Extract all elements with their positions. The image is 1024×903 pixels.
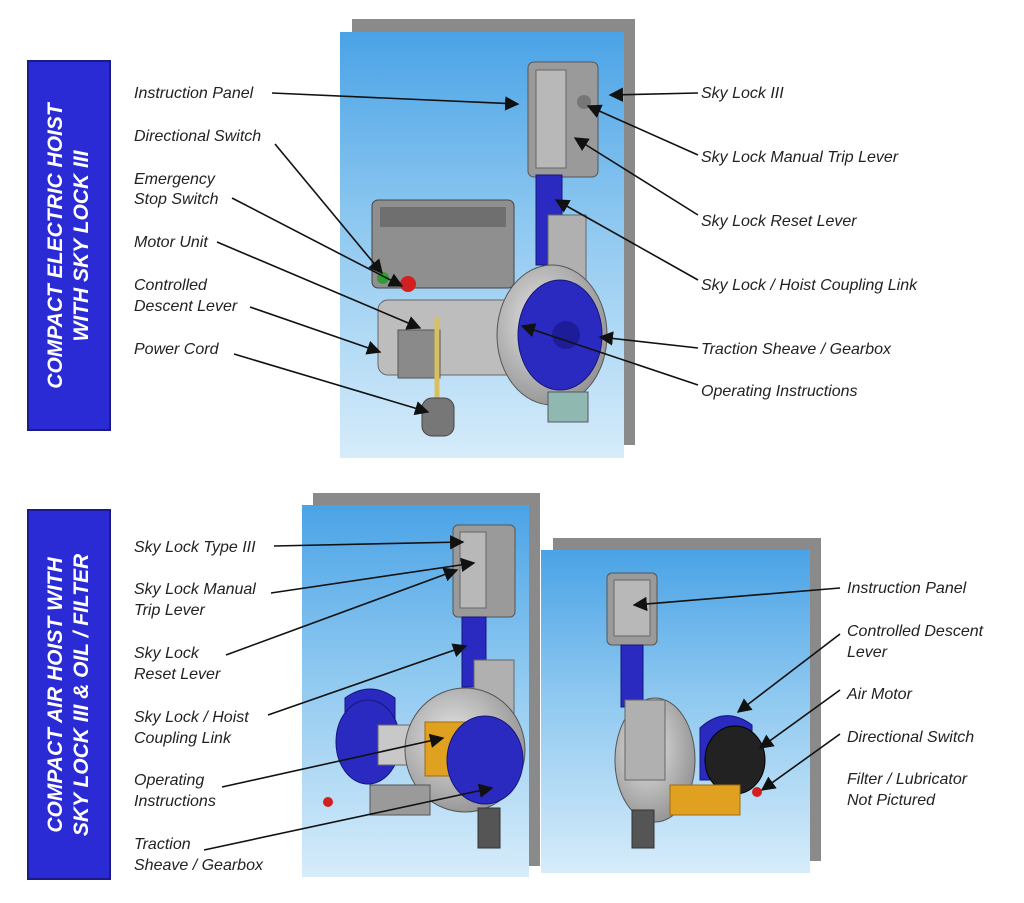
air-left-leader-lines: [203, 535, 494, 851]
label-air-reset-2: Reset Lever: [134, 666, 221, 683]
label-traction-sheave: Traction Sheave / Gearbox: [701, 341, 892, 358]
label-directional-switch: Directional Switch: [134, 128, 262, 145]
label-air-traction-2: Sheave / Gearbox: [134, 857, 263, 874]
label-air-manual-trip-1: Sky Lock Manual: [134, 581, 256, 598]
label-controlled-descent-1: Controlled: [134, 277, 207, 294]
label-air-controlled-descent-2: Lever: [847, 644, 888, 661]
air-hoist-right-illustration: [606, 572, 766, 849]
electric-leader-lines: [216, 87, 699, 416]
label-air-type-iii: Sky Lock Type III: [134, 539, 256, 556]
label-manual-trip-lever: Sky Lock Manual Trip Lever: [701, 149, 899, 166]
label-air-reset-1: Sky Lock: [134, 645, 199, 662]
label-air-traction-1: Traction: [134, 836, 191, 853]
air-right-leader-lines: [632, 587, 841, 791]
label-air-controlled-descent-1: Controlled Descent: [847, 623, 984, 640]
label-power-cord: Power Cord: [134, 341, 219, 358]
label-air-filter-1: Filter / Lubricator: [847, 771, 968, 788]
label-coupling-link: Sky Lock / Hoist Coupling Link: [701, 277, 918, 294]
label-air-manual-trip-2: Trip Lever: [134, 602, 205, 619]
label-motor-unit: Motor Unit: [134, 234, 208, 251]
label-air-directional-switch: Directional Switch: [847, 729, 975, 746]
label-operating-instructions: Operating Instructions: [701, 383, 858, 400]
label-air-instruction-panel: Instruction Panel: [847, 580, 967, 597]
label-air-filter-2: Not Pictured: [847, 792, 936, 809]
label-air-coupling-2: Coupling Link: [134, 730, 231, 747]
label-air-operating-2: Instructions: [134, 793, 216, 810]
electric-hoist-illustration: [371, 61, 608, 437]
label-sky-lock-iii: Sky Lock III: [701, 85, 784, 102]
label-air-coupling-1: Sky Lock / Hoist: [134, 709, 249, 726]
label-air-motor: Air Motor: [847, 686, 912, 703]
label-instruction-panel: Instruction Panel: [134, 85, 254, 102]
label-emergency-stop-1: Emergency: [134, 171, 215, 188]
label-reset-lever: Sky Lock Reset Lever: [701, 213, 857, 230]
label-air-operating-1: Operating: [134, 772, 205, 789]
label-emergency-stop-2: Stop Switch: [134, 191, 219, 208]
label-controlled-descent-2: Descent Lever: [134, 298, 238, 315]
air-hoist-left-illustration: [323, 524, 526, 849]
